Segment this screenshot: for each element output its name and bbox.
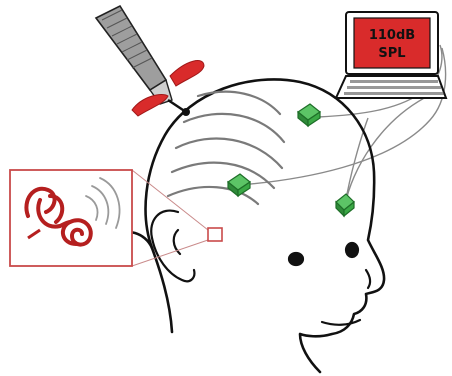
- inset-frame: [10, 170, 132, 266]
- laptop-screen-line2: SPL: [378, 46, 405, 61]
- eye-right: [346, 243, 358, 257]
- eye-left: [289, 253, 303, 265]
- ear: [151, 211, 194, 282]
- laptop-keys: [344, 80, 444, 95]
- head-outline-icon: [118, 79, 384, 372]
- nose-hint: [366, 270, 370, 288]
- inset-connector-lines: [132, 170, 208, 266]
- laptop-icon: 110dB SPL: [336, 12, 446, 98]
- eeg-electrode-icon: [228, 104, 354, 216]
- electrode-forehead: [336, 194, 354, 216]
- laptop-screen-line1: 110dB: [369, 28, 415, 43]
- mouth: [322, 320, 360, 325]
- electrode-side: [228, 174, 250, 196]
- inner-ear-inset: [10, 170, 132, 266]
- electrode-top: [298, 104, 320, 126]
- ear-marker: [208, 228, 222, 241]
